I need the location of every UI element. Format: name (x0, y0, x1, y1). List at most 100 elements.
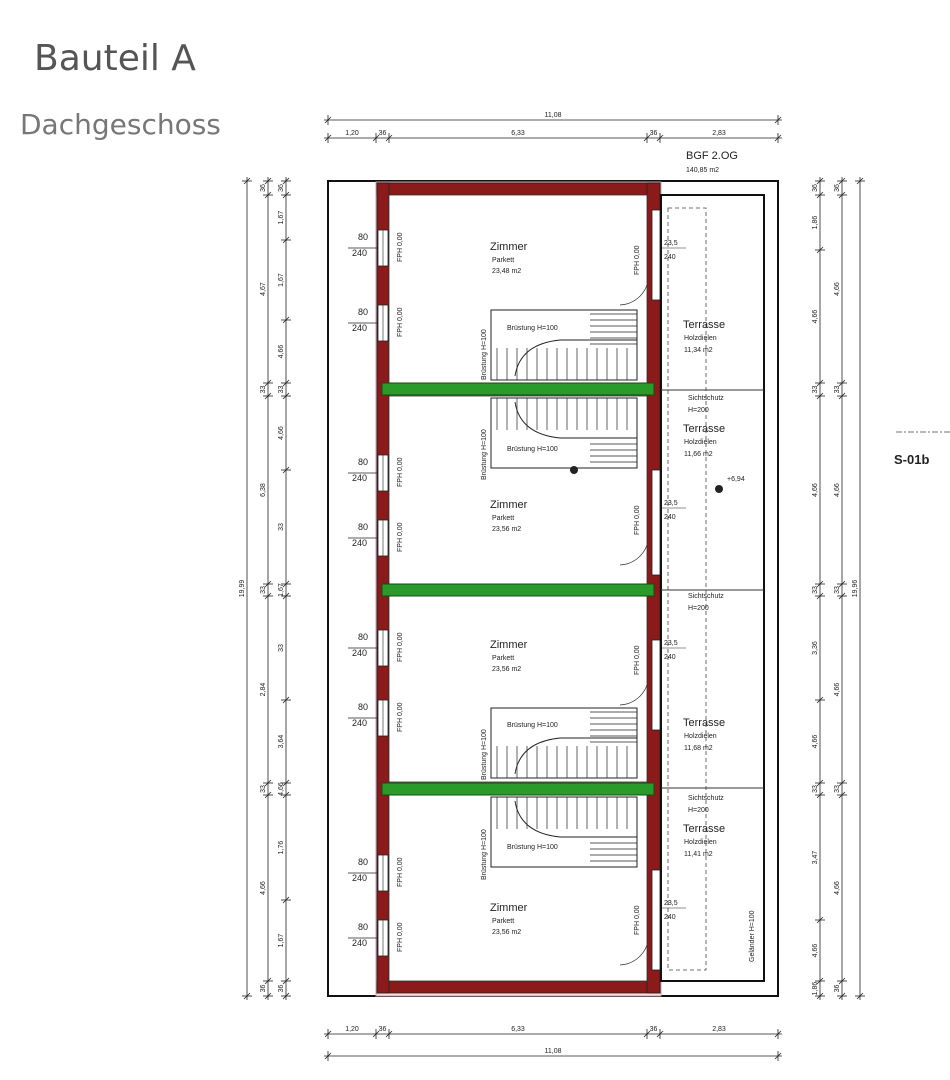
dim-slash (816, 246, 824, 254)
door-height-label: 240 (664, 654, 676, 661)
dim-label: 33 (834, 785, 841, 793)
dim-slash (816, 191, 824, 199)
dim-label: 36 (812, 184, 819, 192)
dim-label: 6,38 (260, 483, 267, 497)
window-height-label: 240 (352, 873, 367, 883)
wall-top (376, 182, 661, 196)
balustrade-label: Geländer H=100 (749, 910, 756, 962)
dim-slash (838, 177, 846, 185)
dim-label: 19,99 (239, 580, 246, 598)
dim-label: 1,67 (278, 211, 285, 225)
window-fph-label: FPH 0,00 (397, 922, 404, 952)
bgf-label: BGF 2.OG (686, 150, 738, 162)
dim-slash (774, 116, 782, 124)
dim-slash (838, 791, 846, 799)
dim-label: 11,08 (545, 112, 562, 119)
stair-outline (490, 397, 638, 469)
dim-slash (372, 1030, 380, 1038)
dim-slash (264, 992, 272, 1000)
dim-slash (838, 392, 846, 400)
dim-label: 36 (379, 1026, 387, 1033)
dim-label: 1,20 (345, 130, 359, 137)
dim-label: 4,66 (834, 282, 841, 296)
section-marker: S-01b (894, 452, 929, 467)
dim-label: 1,67 (278, 273, 285, 287)
railing-label: Brüstung H=100 (507, 722, 558, 729)
dim-label: 4,66 (812, 310, 819, 324)
dim-slash (372, 134, 380, 142)
building-outline (327, 180, 779, 997)
stairs (490, 309, 638, 868)
window-fph-label: FPH 0,00 (397, 232, 404, 262)
party-wall (381, 382, 655, 396)
terrace-name: Terrasse (683, 717, 725, 729)
terrace-area: 11,34 m2 (684, 347, 713, 354)
window-height-label: 240 (352, 248, 367, 258)
dim-label: 11,08 (545, 1048, 562, 1055)
dim-label: 4,66 (812, 483, 819, 497)
door-fph-label: FPH 0,00 (634, 505, 641, 535)
drawing-subtitle: Dachgeschoss (20, 108, 221, 141)
dim-label: 36 (834, 985, 841, 993)
stair-walkline (514, 737, 637, 775)
dim-slash (282, 896, 290, 904)
door-swing (619, 684, 648, 706)
dim-label: 4,67 (260, 282, 267, 296)
dim-slash (656, 134, 664, 142)
dim-slash (385, 1030, 393, 1038)
privacy-screen-line1: Sichtschutz (688, 395, 724, 402)
dim-slash (243, 177, 251, 185)
stair-outline (490, 796, 638, 868)
dim-label: 36 (278, 985, 285, 993)
door-width-label: 23,5 (664, 240, 678, 247)
door-height-label: 240 (664, 914, 676, 921)
dim-slash (282, 316, 290, 324)
door-height-label: 240 (664, 254, 676, 261)
window-fph-label: FPH 0,00 (397, 457, 404, 487)
privacy-screen-line2: H=200 (688, 807, 709, 814)
level-symbol (715, 485, 723, 493)
dim-slash (838, 977, 846, 985)
door-width-label: 23,5 (664, 900, 678, 907)
dim-slash (838, 992, 846, 1000)
dim-label: 36 (260, 184, 267, 192)
dim-slash (838, 580, 846, 588)
dim-slash (264, 177, 272, 185)
room-floor: Parkett (492, 655, 514, 662)
dim-slash (324, 134, 332, 142)
railing-label-vertical: Brüstung H=100 (481, 729, 488, 780)
privacy-screen-line1: Sichtschutz (688, 795, 724, 802)
dim-slash (264, 580, 272, 588)
drawing-title: Bauteil A (34, 38, 196, 79)
dim-slash (282, 580, 290, 588)
dim-label: 4,66 (834, 483, 841, 497)
room-area: 23,56 m2 (492, 929, 521, 936)
dim-label: 1,76 (278, 841, 285, 855)
dim-label: 2,83 (712, 1026, 726, 1033)
window-height-label: 240 (352, 718, 367, 728)
room-area: 23,56 m2 (492, 666, 521, 673)
dim-slash (816, 392, 824, 400)
bottom-total-dimension: 11,08 (324, 1048, 782, 1061)
dim-slash (264, 977, 272, 985)
dim-label: 6,33 (511, 130, 525, 137)
room-floor (388, 395, 648, 585)
terrace-area: 11,68 m2 (684, 745, 713, 752)
dim-label: 1,67 (278, 934, 285, 948)
dim-label: 3,64 (278, 735, 285, 749)
dim-label: 36 (379, 130, 387, 137)
window-width-label: 80 (358, 522, 368, 532)
